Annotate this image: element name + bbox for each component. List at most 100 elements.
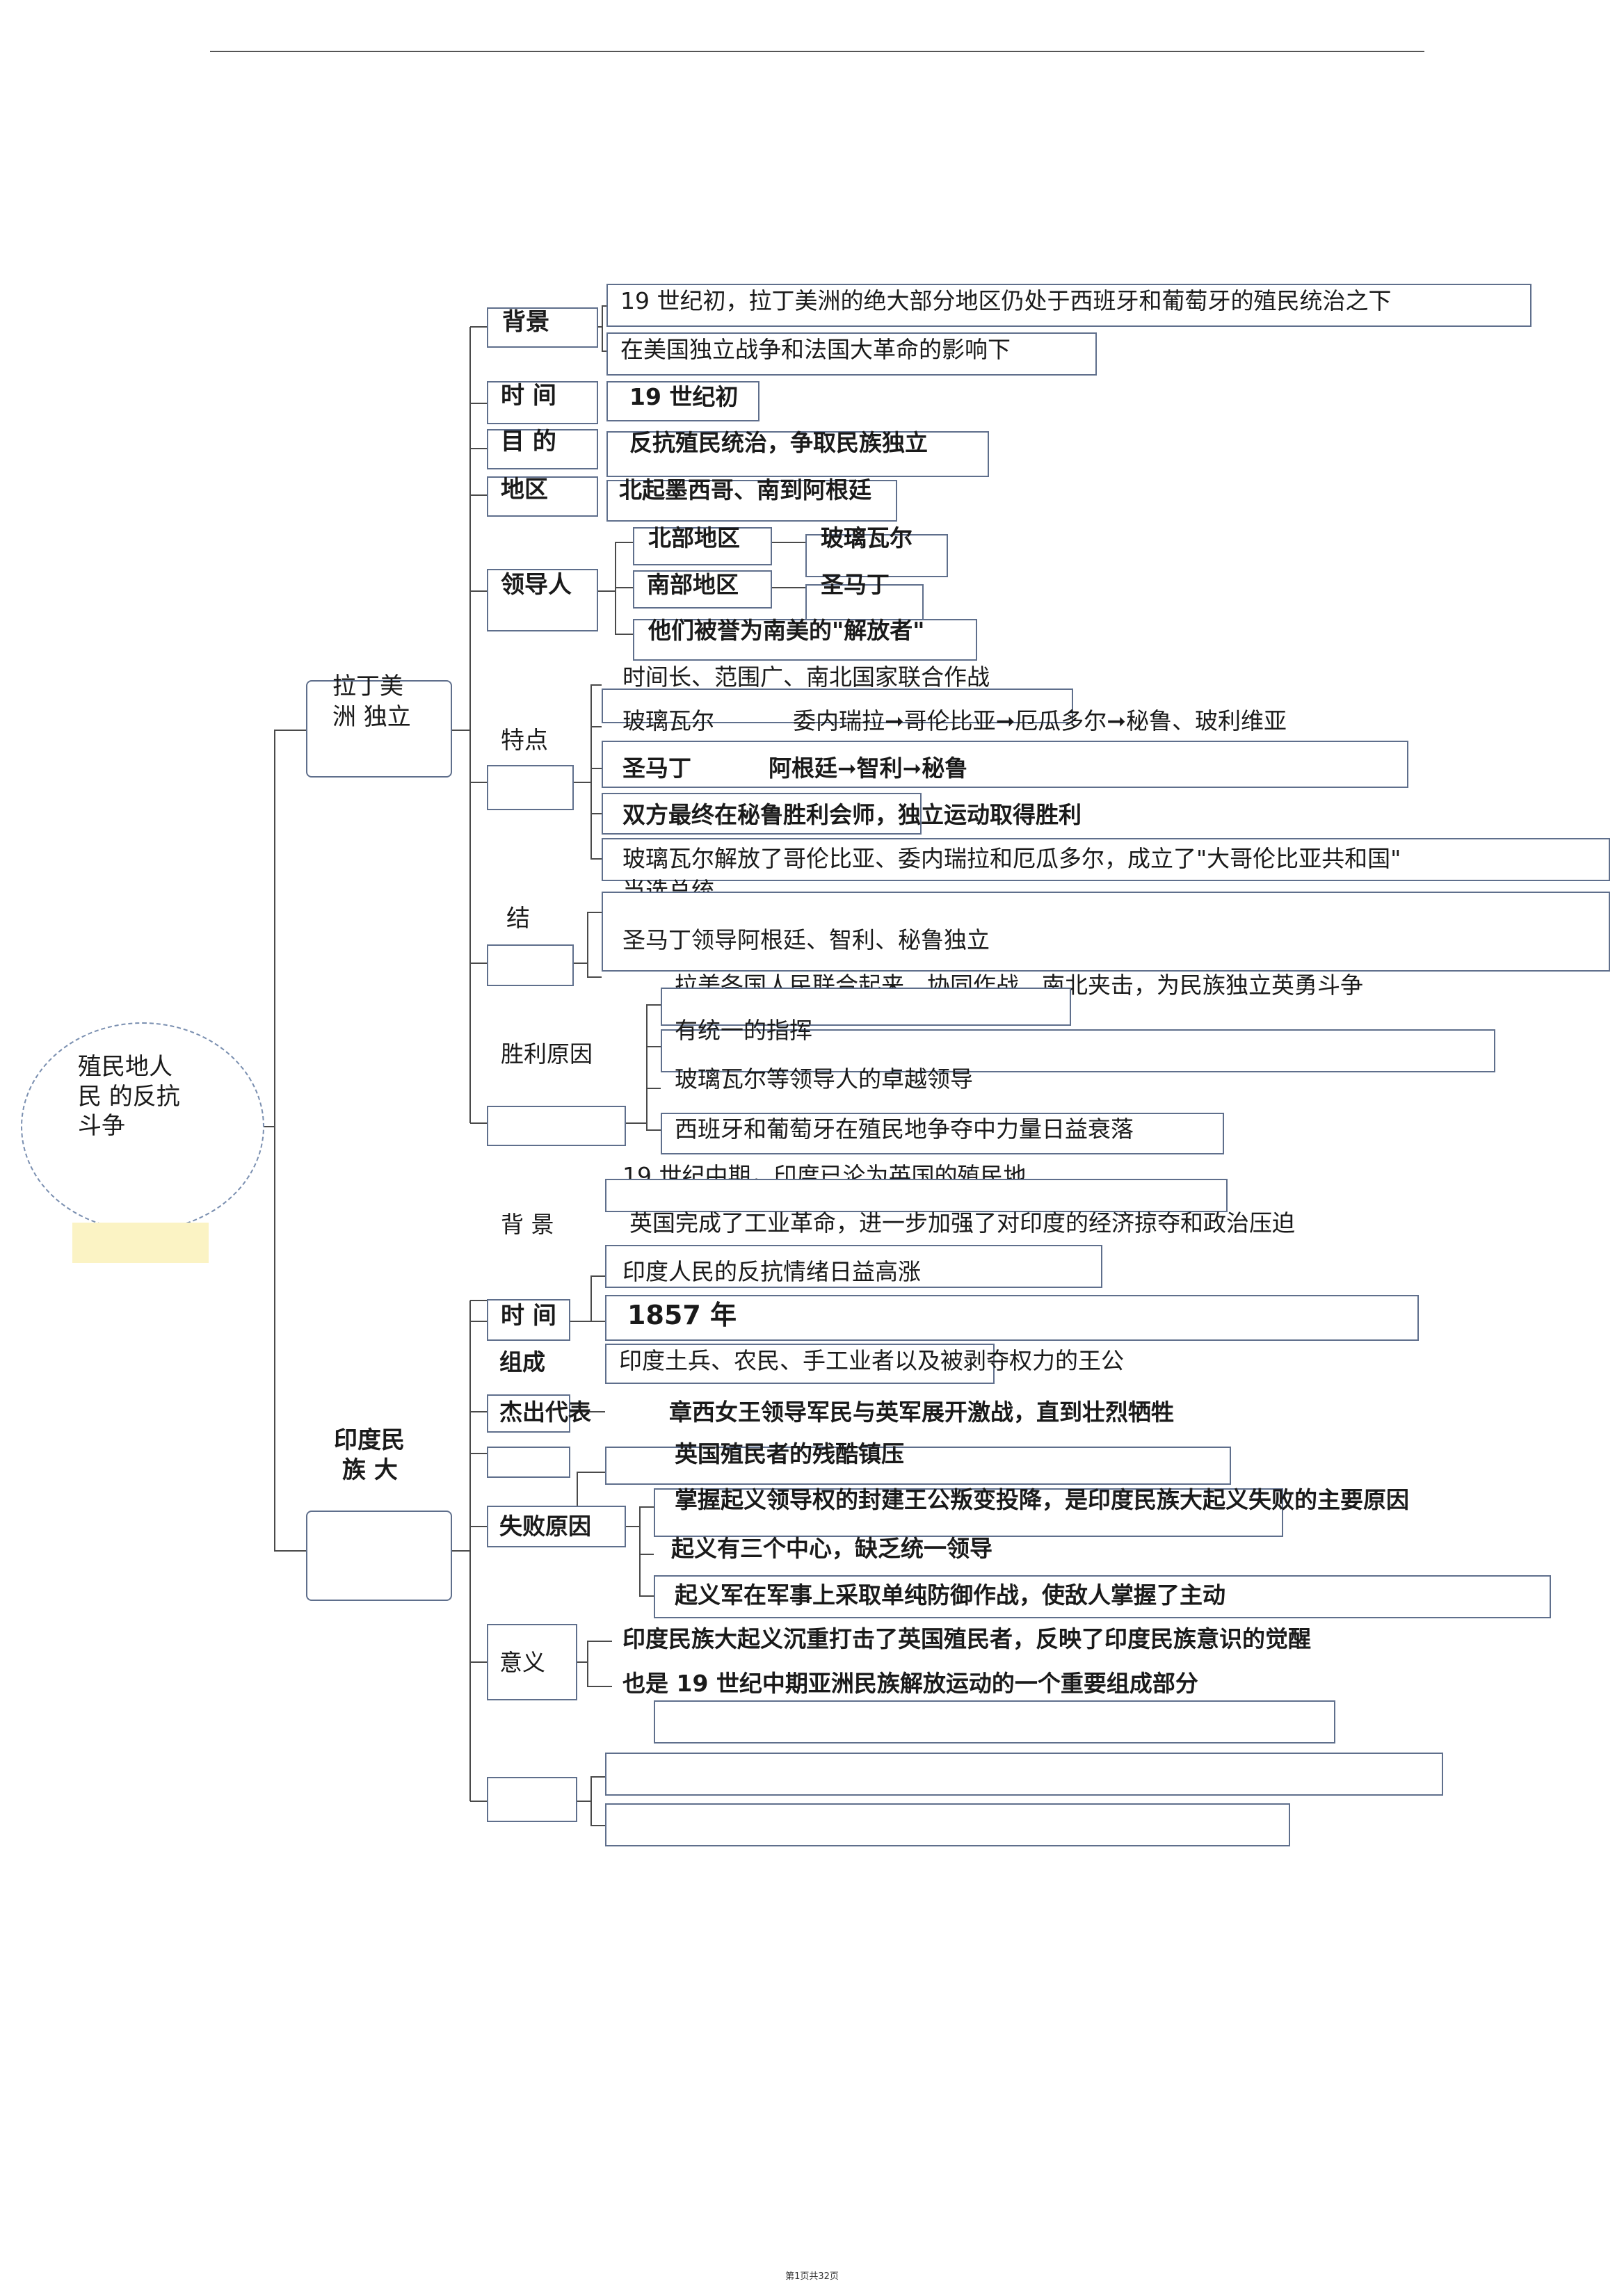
latin-feature-1: 时间长、范围广、南北国家联合作战 bbox=[622, 663, 990, 691]
latin-region-box[interactable] bbox=[487, 476, 598, 517]
latin-background-2: 在美国独立战争和法国大革命的影响下 bbox=[620, 336, 1011, 363]
north-region-box[interactable] bbox=[633, 527, 772, 565]
india-meaning-box[interactable] bbox=[487, 1624, 577, 1700]
india-empty-box-2[interactable] bbox=[605, 1803, 1290, 1846]
latin-time-label: 时 间 bbox=[501, 382, 556, 410]
india-failure-box[interactable] bbox=[487, 1506, 626, 1547]
india-background-1-box[interactable] bbox=[605, 1179, 1228, 1212]
latin-region-value: 北起墨西哥、南到阿根廷 bbox=[619, 476, 871, 504]
india-composition-label: 组成 bbox=[499, 1348, 545, 1376]
latin-feature-box[interactable] bbox=[487, 765, 574, 810]
north-region-label: 北部地区 bbox=[648, 524, 740, 551]
latin-result-1-box[interactable] bbox=[602, 838, 1610, 881]
latin-result-box[interactable] bbox=[487, 944, 574, 986]
india-failure-1-box[interactable] bbox=[654, 1488, 1283, 1537]
india-background-3-box[interactable] bbox=[605, 1245, 1102, 1288]
latin-feature-sanmartin: 圣马丁 bbox=[622, 755, 691, 782]
latin-background-2-box[interactable] bbox=[606, 332, 1097, 376]
south-region-label: 南部地区 bbox=[647, 571, 739, 598]
india-empty-box-1[interactable] bbox=[605, 1753, 1443, 1796]
latin-result-label: 结 bbox=[506, 905, 530, 933]
page-footer: 第1页共32页 bbox=[785, 2271, 839, 2282]
latin-time-value-box[interactable] bbox=[606, 381, 759, 421]
liberator-text: 他们被誉为南美的"解放者" bbox=[648, 617, 925, 644]
latin-victory-4-box[interactable] bbox=[661, 1113, 1224, 1154]
india-hero-label: 杰出代表 bbox=[499, 1399, 591, 1426]
india-meaning-2-box[interactable] bbox=[654, 1700, 1335, 1744]
latin-result-frame[interactable] bbox=[602, 892, 1610, 972]
india-meaning-label: 意义 bbox=[499, 1649, 545, 1676]
latin-time-value: 19 世纪初 bbox=[629, 383, 739, 410]
india-hero-value: 章西女王领导军民与英军展开激战，直到壮烈牺牲 bbox=[669, 1399, 1174, 1426]
south-leader-box[interactable] bbox=[805, 584, 924, 622]
latin-victory-3: 玻璃瓦尔等领导人的卓越领导 bbox=[675, 1065, 973, 1093]
india-title-line1: 印度民 bbox=[334, 1426, 405, 1454]
latin-feature-bolivar-box[interactable] bbox=[602, 688, 1073, 723]
india-background-label: 背 景 bbox=[501, 1211, 554, 1238]
root-note bbox=[72, 1223, 209, 1263]
latin-leader-box[interactable] bbox=[487, 569, 598, 631]
root-title-line2: 民 的反抗 bbox=[78, 1083, 180, 1111]
india-failure-label: 失败原因 bbox=[499, 1513, 591, 1540]
latin-victory-1-box[interactable] bbox=[661, 988, 1071, 1026]
latin-victory-box[interactable] bbox=[487, 1106, 626, 1146]
latin-goal-label: 目 的 bbox=[501, 428, 556, 456]
latin-region-value-box[interactable] bbox=[606, 480, 897, 522]
north-leader-box[interactable] bbox=[805, 534, 948, 577]
india-failure-1: 掌握起义领导权的封建王公叛变投降，是印度民族大起义失败的主要原因 bbox=[675, 1486, 1409, 1513]
india-time-box[interactable] bbox=[487, 1299, 570, 1341]
latin-background-1: 19 世纪初，拉丁美洲的绝大部分地区仍处于西班牙和葡萄牙的殖民统治之下 bbox=[620, 287, 1392, 314]
india-failure-3-box[interactable] bbox=[654, 1575, 1551, 1618]
latin-background-label: 背景 bbox=[502, 308, 549, 336]
latin-background-1-box[interactable] bbox=[606, 284, 1531, 327]
latin-feature-sanmartin-box[interactable] bbox=[602, 741, 1408, 788]
latin-time-box[interactable] bbox=[487, 381, 598, 424]
latin-victory-4: 西班牙和葡萄牙在殖民地争夺中力量日益衰落 bbox=[675, 1116, 1134, 1143]
india-background-3: 印度人民的反抗情绪日益高涨 bbox=[622, 1258, 921, 1285]
india-suppression: 英国殖民者的残酷镇压 bbox=[675, 1440, 904, 1467]
latin-feature-sanmartin-route: 阿根廷➞智利➞秘鲁 bbox=[769, 755, 968, 782]
latin-result-2: 圣马丁领导阿根廷、智利、秘鲁独立 bbox=[622, 926, 990, 953]
latin-feature-label: 特点 bbox=[501, 727, 548, 755]
latin-title-line1: 拉丁美 bbox=[332, 673, 403, 700]
india-empty-label-box[interactable] bbox=[487, 1777, 577, 1822]
latin-region-label: 地区 bbox=[501, 476, 548, 504]
north-leader-name: 玻璃瓦尔 bbox=[821, 524, 913, 551]
latin-feature-meet-box[interactable] bbox=[602, 793, 922, 835]
india-suppression-label-box[interactable] bbox=[487, 1447, 570, 1478]
india-failure-2: 起义有三个中心，缺乏统一领导 bbox=[671, 1535, 992, 1562]
india-meaning-1: 印度民族大起义沉重打击了英国殖民者，反映了印度民族意识的觉醒 bbox=[622, 1625, 1311, 1652]
india-suppression-box[interactable] bbox=[605, 1447, 1231, 1485]
root-title-line1: 殖民地人 bbox=[78, 1053, 172, 1081]
india-title-line2: 族 大 bbox=[342, 1456, 398, 1484]
india-time-value: 1857 年 bbox=[627, 1300, 737, 1330]
latin-background-box[interactable] bbox=[487, 307, 598, 348]
india-hero-box[interactable] bbox=[487, 1394, 570, 1433]
latin-feature-bolivar: 玻璃瓦尔 bbox=[622, 707, 714, 734]
india-time-label: 时 间 bbox=[501, 1302, 556, 1330]
south-region-box[interactable] bbox=[633, 570, 772, 609]
latin-feature-meet: 双方最终在秘鲁胜利会师，独立运动取得胜利 bbox=[622, 801, 1082, 828]
india-node[interactable] bbox=[306, 1511, 452, 1601]
latin-victory-label: 胜利原因 bbox=[501, 1040, 593, 1068]
india-failure-3: 起义军在军事上采取单纯防御作战，使敌人掌握了主动 bbox=[675, 1581, 1225, 1609]
latin-goal-box[interactable] bbox=[487, 429, 598, 469]
india-composition-box[interactable] bbox=[605, 1344, 995, 1384]
latin-leader-label: 领导人 bbox=[501, 571, 572, 599]
top-rule bbox=[210, 51, 1424, 52]
latin-victory-2: 有统一的指挥 bbox=[675, 1017, 812, 1044]
latin-goal-value-box[interactable] bbox=[606, 431, 989, 477]
latin-result-1: 玻璃瓦尔解放了哥伦比亚、委内瑞拉和厄瓜多尔，成立了"大哥伦比亚共和国" bbox=[622, 845, 1401, 872]
latin-feature-bolivar-route: 委内瑞拉➞哥伦比亚➞厄瓜多尔➞秘鲁、玻利维亚 bbox=[793, 707, 1287, 734]
latin-victory-2-box[interactable] bbox=[661, 1029, 1495, 1072]
south-leader-name: 圣马丁 bbox=[821, 571, 890, 598]
india-composition-value: 印度土兵、农民、手工业者以及被剥夺权力的王公 bbox=[619, 1347, 1124, 1374]
latin-title-line2: 洲 独立 bbox=[332, 703, 411, 731]
india-time-value-box[interactable] bbox=[605, 1295, 1419, 1341]
latin-america-node[interactable] bbox=[306, 680, 452, 778]
liberator-box[interactable] bbox=[633, 619, 977, 661]
india-meaning-2: 也是 19 世纪中期亚洲民族解放运动的一个重要组成部分 bbox=[622, 1670, 1198, 1697]
latin-goal-value: 反抗殖民统治，争取民族独立 bbox=[629, 429, 928, 456]
root-title-line3: 斗争 bbox=[78, 1112, 125, 1140]
